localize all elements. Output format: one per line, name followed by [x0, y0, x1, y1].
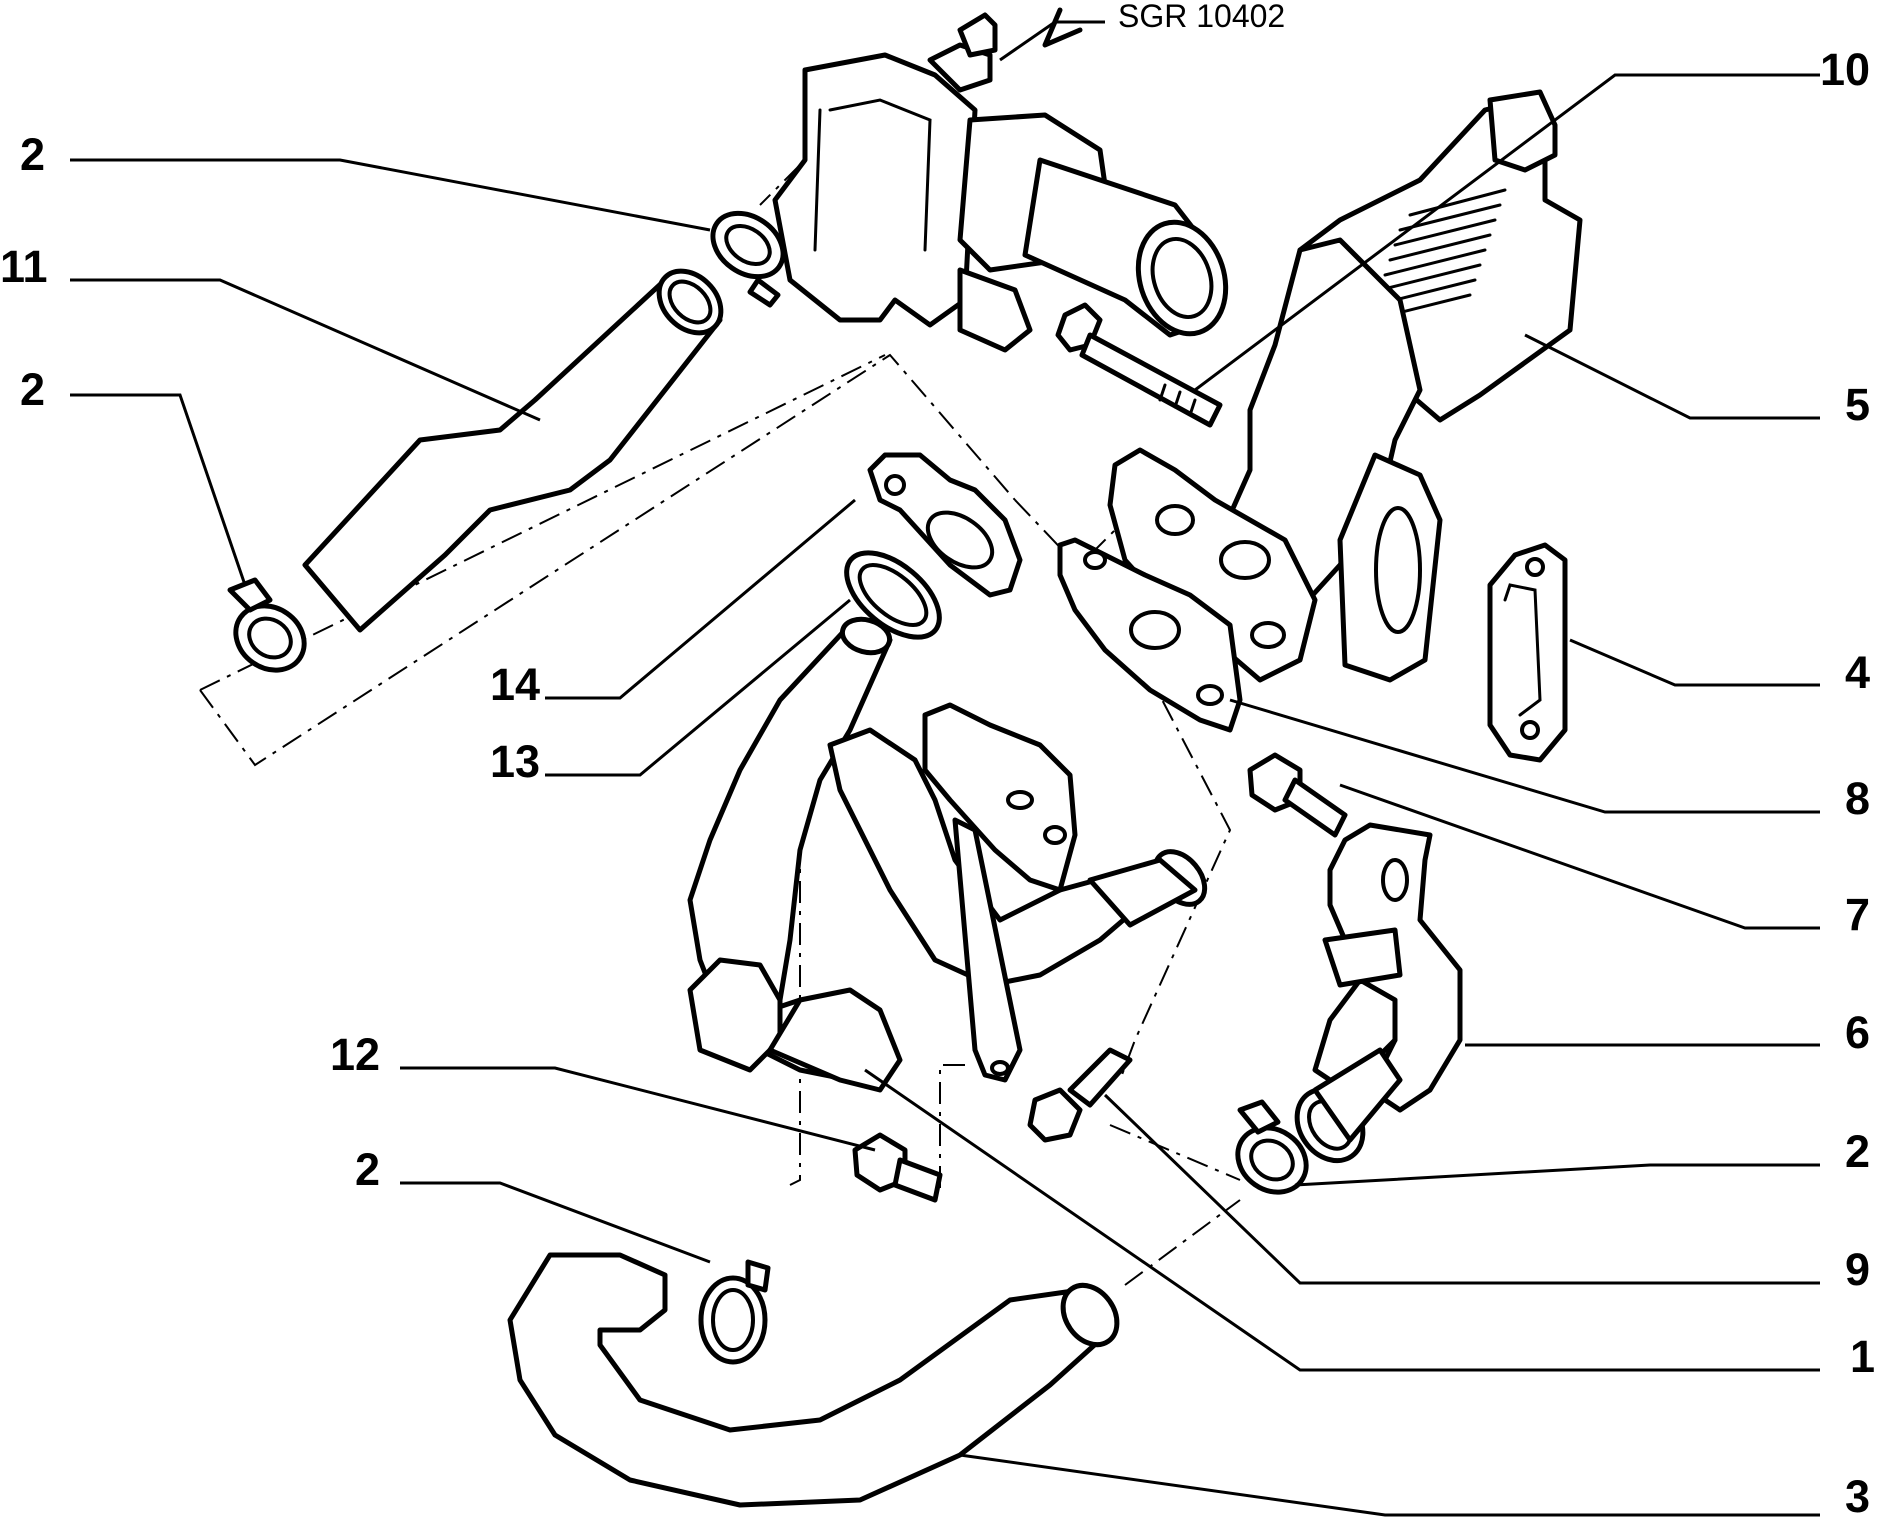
gasket-8	[1057, 537, 1243, 733]
bracket-14	[867, 452, 1023, 598]
thermostat-housing	[772, 7, 1229, 353]
hose-clamp-bottom	[698, 1259, 771, 1365]
bolt-7	[1247, 752, 1348, 838]
gasket-4	[1487, 542, 1568, 763]
hose-3	[507, 1252, 1120, 1508]
callout-13: 13	[490, 736, 540, 787]
callout-11: 11	[0, 241, 48, 292]
callout-14: 14	[490, 659, 540, 710]
bolt-10	[1055, 302, 1223, 428]
hose-clamp-right	[1235, 1099, 1309, 1195]
hose-11	[302, 268, 724, 633]
pipe-assembly-1	[687, 616, 1208, 1093]
callout-5: 5	[1845, 379, 1870, 430]
pipe-6	[1294, 822, 1463, 1164]
egr-valve	[1107, 89, 1583, 683]
reference-code: SGR 10402	[1118, 0, 1285, 34]
bolt-9	[1027, 1047, 1133, 1143]
callout-7: 7	[1845, 889, 1870, 940]
callout-8: 8	[1845, 773, 1870, 824]
hose-clamp-top	[710, 210, 786, 308]
hose-clamp-left	[227, 577, 307, 673]
bolt-12	[852, 1132, 943, 1203]
callout-9: 9	[1845, 1244, 1870, 1295]
callout-2-bottom-left: 2	[355, 1144, 380, 1195]
callout-10: 10	[1820, 44, 1870, 95]
callout-6: 6	[1845, 1007, 1870, 1058]
callout-1: 1	[1850, 1331, 1875, 1382]
callout-12: 12	[330, 1029, 380, 1080]
leader-lines	[70, 73, 1820, 1517]
callout-4: 4	[1845, 647, 1870, 698]
callout-2-right: 2	[1845, 1126, 1870, 1177]
callout-2-left: 2	[20, 364, 45, 415]
callout-3: 3	[1845, 1471, 1870, 1518]
gasket-13	[844, 550, 942, 640]
callout-2-top-left: 2	[20, 129, 45, 180]
